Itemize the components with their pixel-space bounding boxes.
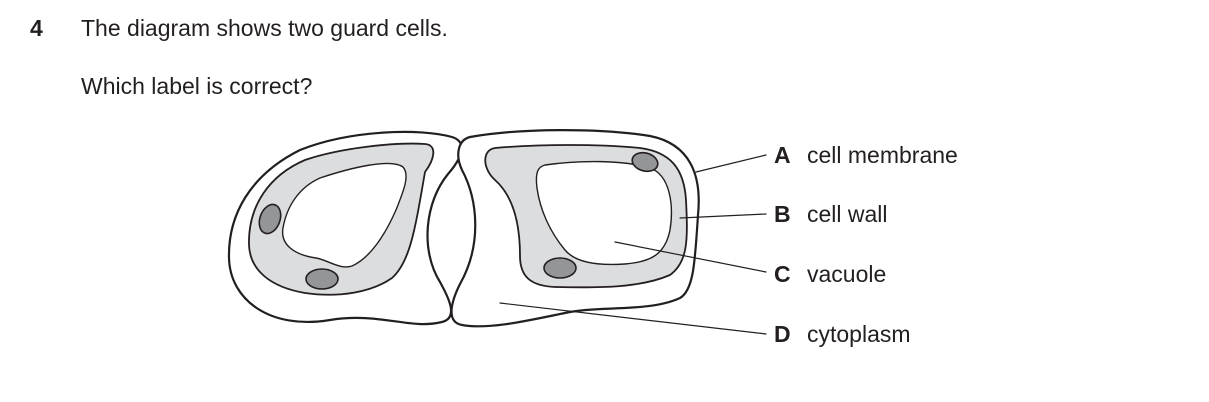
question-stem: The diagram shows two guard cells.: [81, 15, 448, 41]
question-number: 4: [30, 15, 43, 41]
right-chloroplast-1: [631, 151, 659, 173]
leader-line-a: [695, 154, 767, 173]
option-a-letter: A: [774, 142, 791, 168]
option-d-text: cytoplasm: [807, 321, 911, 347]
option-b-text: cell wall: [807, 201, 888, 227]
left-chloroplast-1: [258, 203, 282, 235]
option-c-text: vacuole: [807, 261, 887, 287]
option-a-text: cell membrane: [807, 142, 958, 168]
left-chloroplast-2: [305, 268, 339, 290]
question-prompt: Which label is correct?: [81, 73, 313, 99]
option-d-letter: D: [774, 321, 791, 347]
right-chloroplast-2: [543, 257, 577, 279]
leader-line-d: [499, 302, 767, 335]
option-b-letter: B: [774, 201, 791, 227]
leader-line-b: [679, 213, 767, 219]
left-vacuole: [281, 162, 407, 268]
option-c-letter: C: [774, 261, 791, 287]
leader-line-c: [614, 241, 767, 273]
